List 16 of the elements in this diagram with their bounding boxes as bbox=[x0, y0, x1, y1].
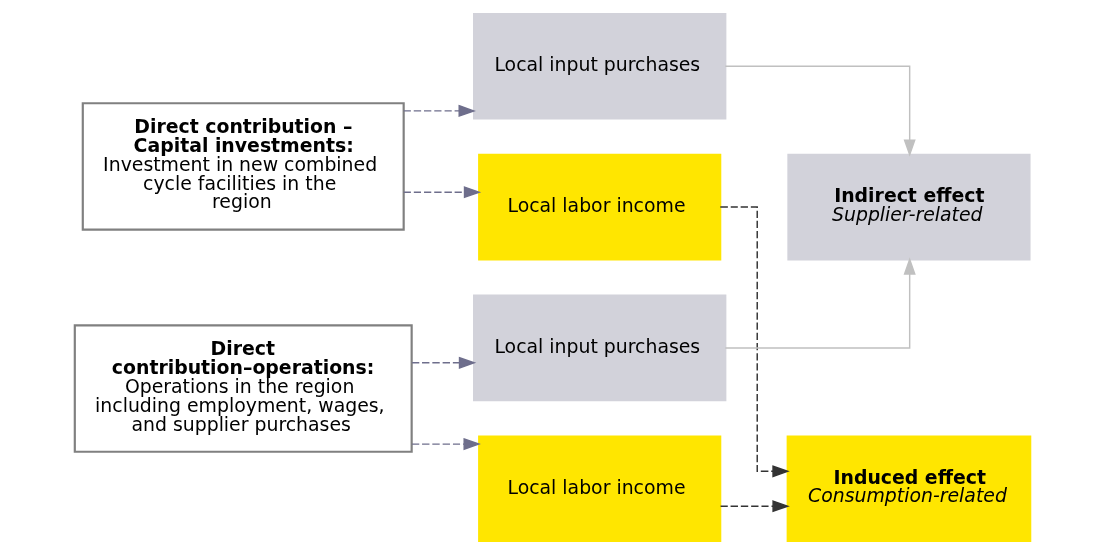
arrow bbox=[724, 257, 916, 349]
node-box: Induced effect Consumption-related bbox=[786, 435, 1032, 543]
arrow bbox=[403, 186, 482, 199]
arrow bbox=[411, 356, 477, 369]
node-box: Local labor income bbox=[478, 435, 722, 543]
arrow bbox=[411, 438, 481, 451]
node-box: Indirect effect Supplier-related bbox=[787, 153, 1031, 261]
arrow bbox=[719, 206, 790, 478]
node-box: Local input purchases bbox=[473, 294, 727, 402]
node-box: Direct contribution–operations: Operations in the region including employment, wages, and supplier purchases bbox=[73, 324, 413, 453]
arrow bbox=[403, 104, 476, 117]
node-box: Local input purchases bbox=[473, 12, 727, 120]
node-box: Local labor income bbox=[478, 153, 722, 261]
arrow bbox=[724, 65, 916, 157]
node-box: Direct contribution – Capital investments: Investment in new combined cycle facilities in the region bbox=[81, 102, 405, 231]
arrow bbox=[719, 500, 790, 513]
